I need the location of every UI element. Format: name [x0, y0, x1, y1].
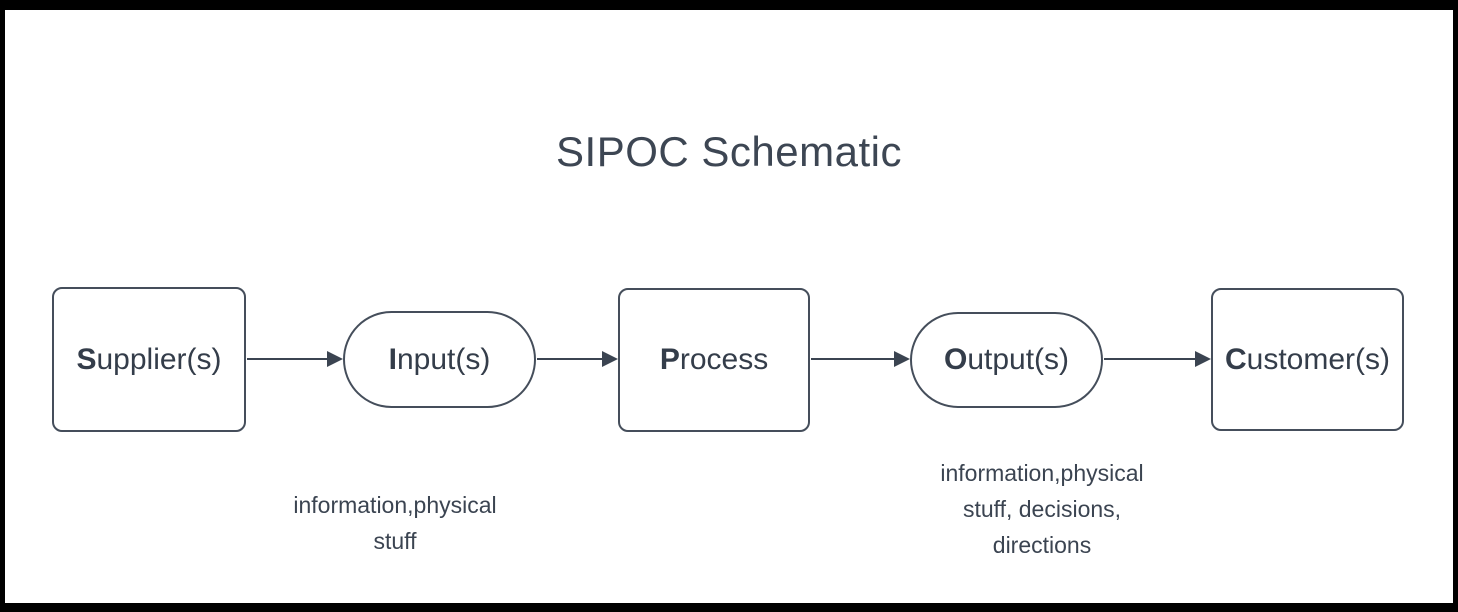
annotation-line: stuff, decisions,: [962, 496, 1122, 522]
annotation-output-details: information,physical stuff, decisions, d…: [892, 455, 1192, 563]
node-input-label: Input(s): [388, 342, 491, 376]
node-supplier-label: Supplier(s): [76, 342, 222, 376]
arrowhead-icon: [602, 351, 618, 367]
node-customer-label: Customer(s): [1224, 342, 1391, 376]
annotation-line: directions: [992, 532, 1092, 558]
arrow-shaft: [1104, 358, 1197, 360]
arrow-input-to-process: [537, 351, 618, 367]
arrow-process-to-output: [811, 351, 910, 367]
arrowhead-icon: [1195, 351, 1211, 367]
arrow-shaft: [811, 358, 896, 360]
annotation-line: information,physical: [293, 492, 497, 518]
arrow-shaft: [247, 358, 329, 360]
arrow-supplier-to-input: [247, 351, 343, 367]
arrow-output-to-customer: [1104, 351, 1211, 367]
annotation-line: stuff: [373, 528, 417, 554]
node-output: Output(s): [910, 312, 1103, 408]
arrowhead-icon: [327, 351, 343, 367]
node-output-label: Output(s): [943, 343, 1070, 376]
arrowhead-icon: [894, 351, 910, 367]
node-input: Input(s): [343, 311, 536, 408]
node-process-label: Process: [659, 343, 769, 376]
node-process: Process: [618, 288, 810, 432]
node-supplier: Supplier(s): [52, 287, 246, 432]
annotation-input-details: information,physical stuff: [245, 487, 545, 559]
annotation-line: information,physical: [940, 460, 1144, 486]
node-customer: Customer(s): [1211, 288, 1404, 431]
arrow-shaft: [537, 358, 604, 360]
diagram-title: SIPOC Schematic: [556, 128, 902, 175]
